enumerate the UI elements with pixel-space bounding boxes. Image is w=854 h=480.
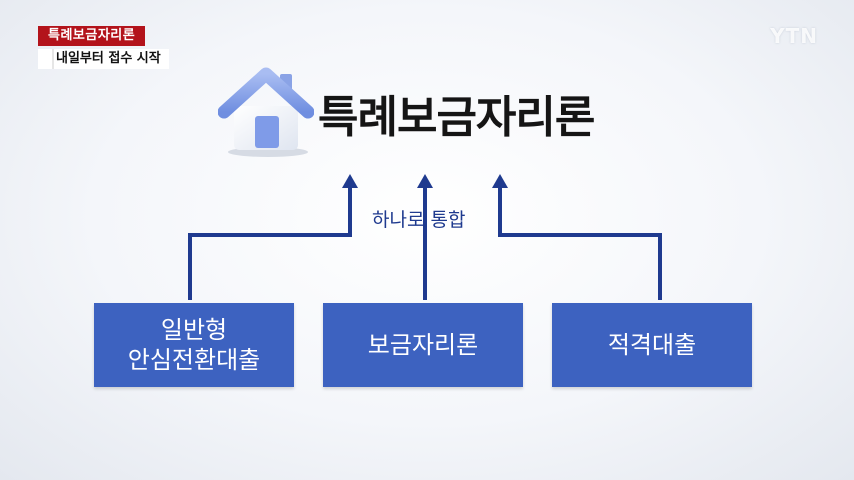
right-arrowhead: [492, 174, 508, 188]
merge-label: 하나로 통합: [372, 209, 466, 231]
loan-box-bogeumjari: 보금자리론: [323, 303, 523, 387]
caption-subtitle: 내일부터 접수 시작: [38, 49, 169, 69]
house-icon: [218, 67, 314, 157]
box-label-line1: 일반형: [160, 316, 228, 344]
broadcaster-logo: YTN: [770, 24, 818, 48]
caption-title: 특례보금자리론: [38, 26, 146, 46]
box-label: 적격대출: [607, 331, 697, 359]
box-label: 보금자리론: [367, 331, 479, 359]
loan-box-general-safe-conversion: 일반형 안심전환대출: [94, 303, 294, 387]
box-label-line2: 안심전환대출: [127, 346, 261, 374]
left-connector: [188, 186, 352, 300]
center-arrowhead: [417, 174, 433, 188]
loan-box-qualified: 적격대출: [552, 303, 752, 387]
main-title: 특례보금자리론: [318, 92, 595, 143]
right-connector: [498, 186, 662, 300]
left-arrowhead: [342, 174, 358, 188]
